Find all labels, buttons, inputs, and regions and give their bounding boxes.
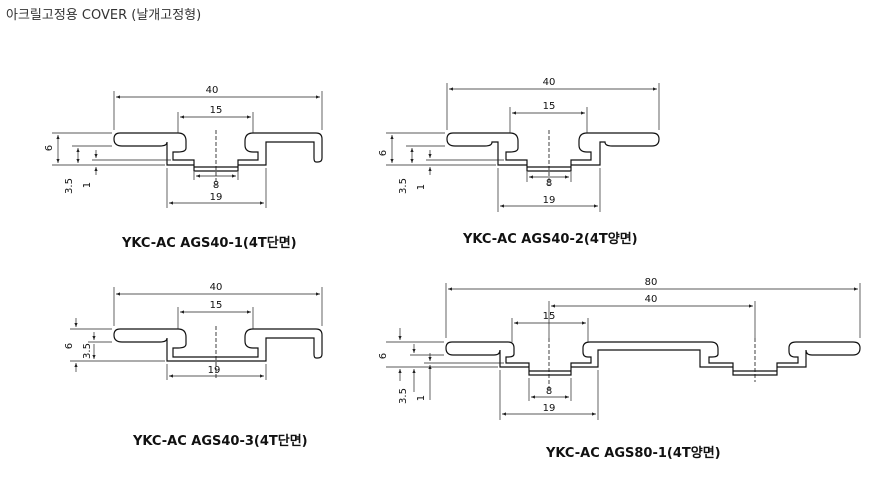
- profile-ags40-3: [113, 328, 323, 362]
- dim-ags80-1-slot: 8: [546, 386, 552, 397]
- dim-ags40-1-base: 19: [210, 192, 223, 203]
- dim-ags80-1-base: 19: [543, 403, 556, 414]
- dim-ags40-2-center: 15: [543, 101, 556, 112]
- dim-ags80-1-half: 40: [645, 294, 658, 305]
- profile-ags80-1: [445, 341, 861, 376]
- dim-ags40-1-overall: 40: [206, 85, 219, 96]
- caption-ags40-2: YKC-AC AGS40-2(4T양면): [463, 232, 638, 247]
- dim-ags40-3-overall: 40: [210, 282, 223, 293]
- profile-ags40-2: [446, 132, 660, 172]
- dim-ags40-2-height: 6: [378, 150, 389, 156]
- dim-ags40-1-height: 6: [44, 145, 55, 151]
- drawing-ags40-1: [52, 91, 323, 208]
- page-title: 아크릴고정용 COVER (날개고정형): [6, 8, 202, 23]
- dim-ags40-2-thick: 1: [416, 184, 427, 190]
- drawing-ags40-3: [70, 287, 323, 380]
- dim-ags40-2-overall: 40: [543, 77, 556, 88]
- dim-ags80-1-overall: 80: [645, 277, 658, 288]
- dim-ags80-1-thick: 1: [416, 395, 427, 401]
- dim-ags40-1-slot: 8: [213, 180, 219, 191]
- drawing-ags40-2: [386, 83, 660, 212]
- dim-ags80-1-step: 3.5: [398, 388, 409, 404]
- caption-ags80-1: YKC-AC AGS80-1(4T양면): [546, 446, 721, 461]
- dim-ags80-1-center: 15: [543, 311, 556, 322]
- dim-ags40-1-center: 15: [210, 105, 223, 116]
- dim-ags40-2-base: 19: [543, 195, 556, 206]
- dim-ags40-2-step: 3.5: [398, 178, 409, 194]
- dim-ags40-1-step: 3.5: [64, 178, 75, 194]
- dim-ags80-1-height: 6: [378, 353, 389, 359]
- caption-ags40-1: YKC-AC AGS40-1(4T단면): [122, 236, 297, 251]
- dim-ags40-3-base: 19: [208, 365, 221, 376]
- dim-ags40-3-height: 6: [64, 343, 75, 349]
- dim-ags40-3-center: 15: [210, 300, 223, 311]
- profile-ags40-1: [113, 132, 323, 172]
- dim-ags40-2-slot: 8: [546, 178, 552, 189]
- dim-ags40-1-thick: 1: [82, 182, 93, 188]
- drawing-ags80-1: [386, 283, 861, 420]
- dim-ags40-3-step: 3.5: [82, 343, 93, 359]
- caption-ags40-3: YKC-AC AGS40-3(4T단면): [133, 434, 308, 449]
